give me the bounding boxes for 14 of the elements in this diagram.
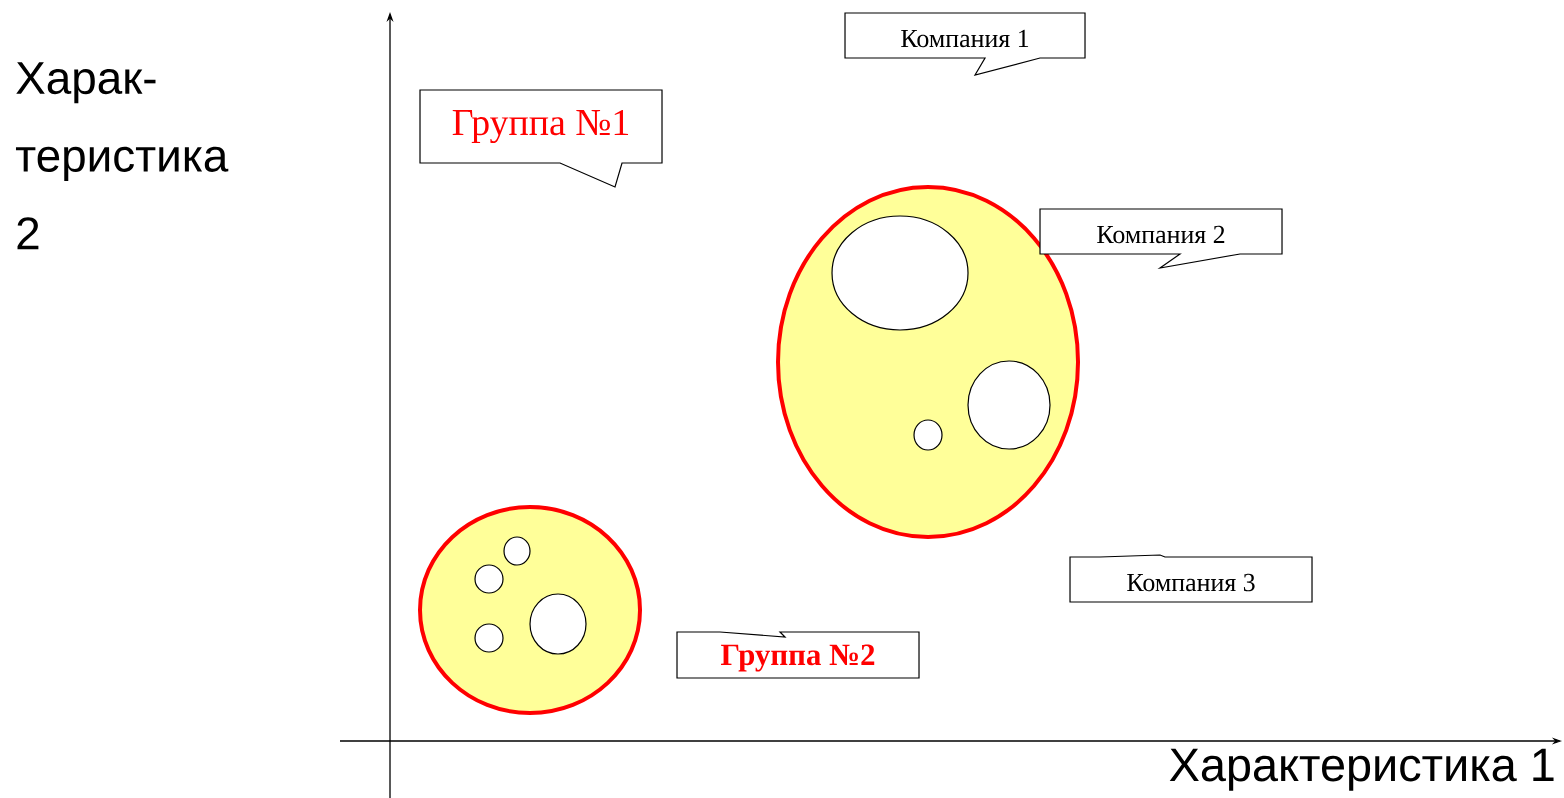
callout-box: Компания 3 [1069,554,1313,603]
data-circle [913,419,943,451]
data-circle [831,215,969,331]
axis-title: Харак- теристика 2 [16,62,229,250]
data-circle [503,536,531,566]
callout-box: Компания 2 [1039,208,1283,270]
data-circle [474,564,504,594]
axis-title: Характеристика 1 [1169,748,1554,791]
callout-box: Компания 1 [844,12,1086,76]
data-circle [967,360,1051,450]
callout-box: Группа №2 [676,631,920,679]
data-circle [474,623,504,653]
callout-box: Группа №1 [419,89,663,188]
data-circle [529,593,587,655]
